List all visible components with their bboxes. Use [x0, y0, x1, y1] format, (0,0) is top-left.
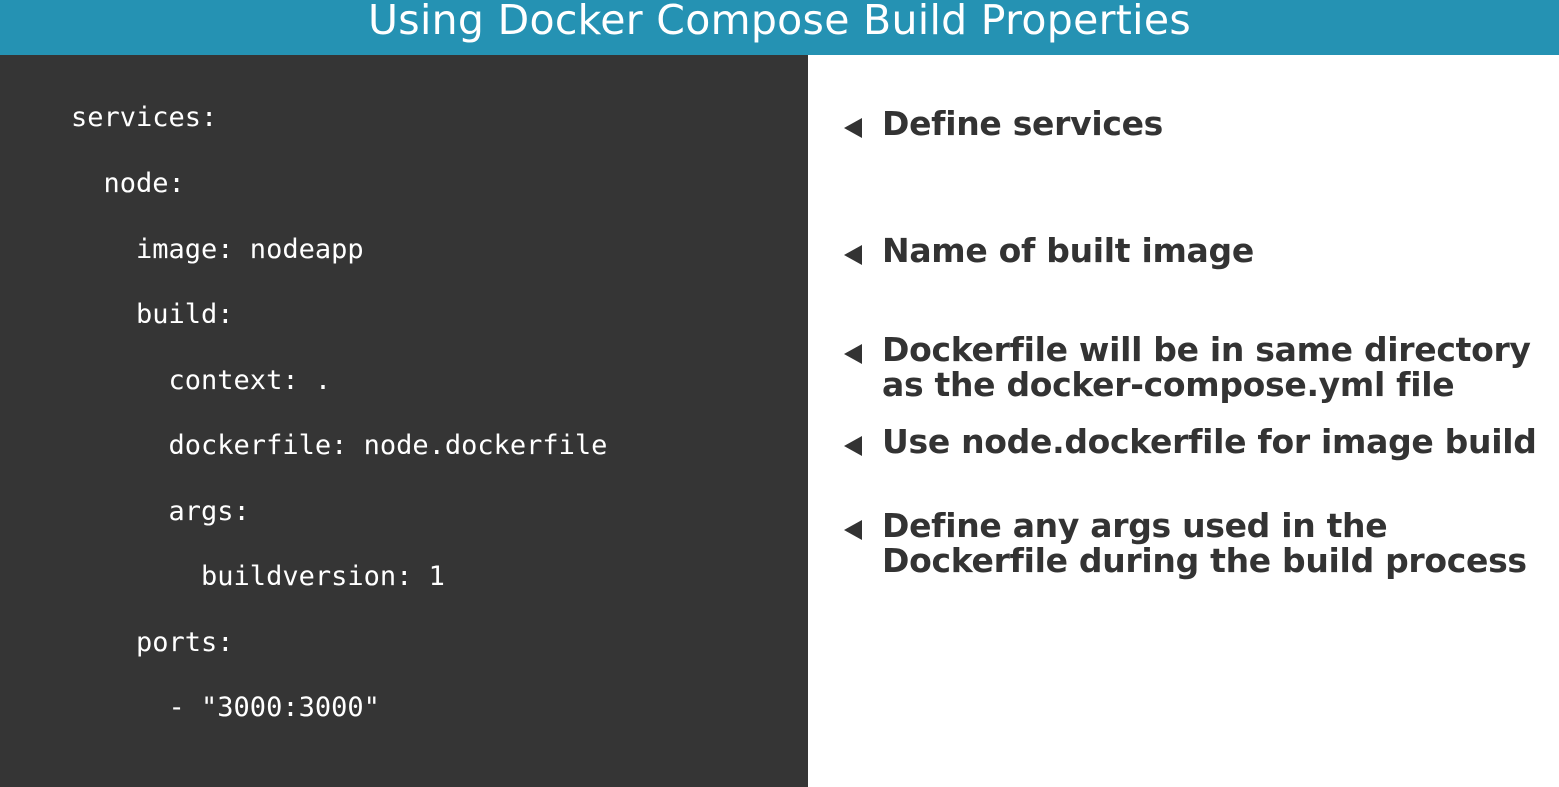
note-build-args: Define any args used in the Dockerfile d… [844, 508, 1527, 578]
note-define-services: Define services [844, 106, 1163, 141]
code-line-ports: ports: [71, 627, 234, 658]
slide-title: Using Docker Compose Build Properties [367, 0, 1192, 44]
note-text: Dockerfile will be in same directory [882, 330, 1531, 369]
note-text: Use node.dockerfile for image build [882, 422, 1537, 461]
note-text: Name of built image [882, 231, 1254, 270]
code-line-node: node: [71, 168, 185, 199]
code-line-port-mapping: - "3000:3000" [71, 692, 380, 723]
code-line-args: args: [71, 496, 250, 527]
code-line-services: services: [71, 102, 218, 133]
note-text: as the docker-compose.yml file [882, 365, 1455, 404]
title-bar: Using Docker Compose Build Properties [0, 0, 1559, 55]
code-line-build: build: [71, 299, 234, 330]
note-text: Define any args used in the [882, 506, 1388, 545]
left-triangle-icon [844, 436, 862, 456]
left-triangle-icon [844, 344, 862, 364]
left-triangle-icon [844, 118, 862, 138]
code-line-context: context: . [71, 365, 332, 396]
note-built-image-name: Name of built image [844, 233, 1254, 268]
left-triangle-icon [844, 520, 862, 540]
code-line-dockerfile: dockerfile: node.dockerfile [71, 430, 608, 461]
left-triangle-icon [844, 245, 862, 265]
code-line-buildversion: buildversion: 1 [71, 561, 445, 592]
notes-panel: Define services Name of built image Dock… [808, 55, 1559, 787]
code-line-image: image: nodeapp [71, 234, 364, 265]
note-text: Dockerfile during the build process [882, 541, 1527, 580]
note-build-context: Dockerfile will be in same directory as … [844, 332, 1531, 402]
note-text: Define services [882, 104, 1164, 143]
note-dockerfile: Use node.dockerfile for image build [844, 424, 1537, 459]
code-panel: services: node: image: nodeapp build: co… [0, 55, 808, 787]
